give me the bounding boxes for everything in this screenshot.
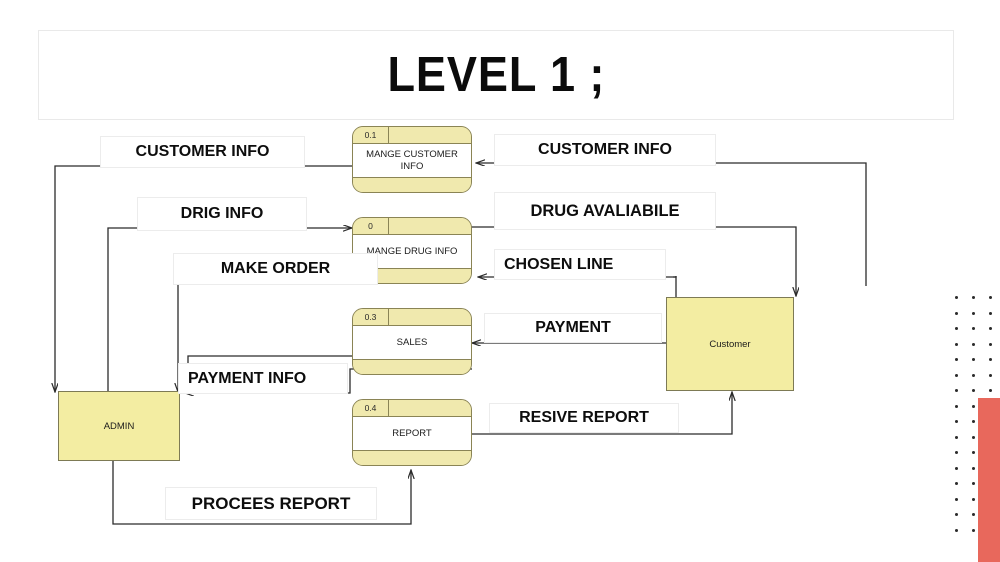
process-id: 0.1 <box>353 127 389 143</box>
flow-label-make-order: MAKE ORDER <box>173 253 378 285</box>
process-footer-band <box>353 451 471 465</box>
process-id: 0 <box>353 218 389 234</box>
decorative-dot <box>972 404 975 408</box>
decorative-dot <box>972 373 975 377</box>
decorative-dot <box>955 497 958 501</box>
decorative-dot <box>989 342 992 346</box>
decorative-dot <box>955 420 958 423</box>
flow-label-chosen-line: CHOSEN LINE <box>494 249 666 280</box>
process-id-band: 0.1 <box>353 127 471 144</box>
process-box-manage-customer-info[interactable]: 0.1 MANGE CUSTOMER INFO <box>352 126 472 193</box>
flow-label-procees-report: PROCEES REPORT <box>165 487 377 520</box>
decorative-dot <box>972 296 975 299</box>
decorative-dot <box>972 311 975 315</box>
decorative-dot <box>955 513 958 516</box>
flow-label-drug-avaliabile: DRUG AVALIABILE <box>494 192 716 230</box>
decorative-dot <box>972 435 975 439</box>
decorative-dot <box>955 327 958 330</box>
decorative-dot <box>972 466 975 470</box>
decorative-dot <box>955 404 958 408</box>
decorative-dot <box>972 358 975 361</box>
process-footer-band <box>353 178 471 192</box>
process-id-band: 0.3 <box>353 309 471 326</box>
process-id: 0.3 <box>353 309 389 325</box>
decorative-dot <box>955 451 958 454</box>
process-id: 0.4 <box>353 400 389 416</box>
flow-label-resive-report: RESIVE REPORT <box>489 403 679 433</box>
flow-label-customer-info-out: CUSTOMER INFO <box>100 136 305 168</box>
decorative-dot <box>989 389 992 392</box>
entity-customer-label: Customer <box>709 338 751 350</box>
flow-label-payment: PAYMENT <box>484 313 662 343</box>
decorative-dot <box>955 482 958 485</box>
process-box-sales[interactable]: 0.3 SALES <box>352 308 472 375</box>
decorative-dot <box>989 373 992 377</box>
process-box-manage-drug-info[interactable]: 0 MANGE DRUG INFO <box>352 217 472 284</box>
decorative-dot <box>955 358 958 361</box>
decorative-dot <box>955 342 958 346</box>
process-id-band: 0 <box>353 218 471 235</box>
decorative-dot <box>972 389 975 392</box>
flow-label-customer-info-in: CUSTOMER INFO <box>494 134 716 166</box>
decorative-dot <box>972 327 975 330</box>
decorative-dot <box>972 342 975 346</box>
flow-label-drig-info: DRIG INFO <box>137 197 307 231</box>
decorative-dot <box>989 327 992 330</box>
decorative-dot <box>955 528 958 532</box>
page-title: LEVEL 1 ; <box>387 48 605 102</box>
decorative-dot <box>955 435 958 439</box>
process-box-report[interactable]: 0.4 REPORT <box>352 399 472 466</box>
process-name: SALES <box>353 326 471 360</box>
decorative-dot <box>989 358 992 361</box>
process-footer-band <box>353 269 471 283</box>
decorative-dot <box>972 513 975 516</box>
decorative-dot <box>972 420 975 423</box>
decorative-dot <box>972 482 975 485</box>
decorative-dot <box>972 451 975 454</box>
flow-line-resive-report <box>471 392 732 435</box>
entity-admin-label: ADMIN <box>103 420 135 432</box>
process-footer-band <box>353 360 471 374</box>
process-name: REPORT <box>353 417 471 451</box>
process-name: MANGE CUSTOMER INFO <box>353 144 471 178</box>
title-band: LEVEL 1 ; <box>38 30 954 120</box>
entity-admin[interactable]: ADMIN <box>58 391 180 461</box>
flow-line-procees-report <box>112 461 411 525</box>
entity-customer[interactable]: Customer <box>666 297 794 391</box>
decorative-accent-bar <box>978 398 1000 562</box>
decorative-dot <box>955 296 958 299</box>
flow-line-chosen-line <box>478 277 677 300</box>
decorative-dot <box>955 373 958 377</box>
decorative-dot <box>955 389 958 392</box>
decorative-dot <box>972 497 975 501</box>
flow-label-payment-info: PAYMENT INFO <box>178 363 348 394</box>
process-id-band: 0.4 <box>353 400 471 417</box>
decorative-dot <box>955 311 958 315</box>
decorative-dot <box>972 528 975 532</box>
decorative-dot <box>955 466 958 470</box>
decorative-dot <box>989 296 992 299</box>
decorative-dot <box>989 311 992 315</box>
